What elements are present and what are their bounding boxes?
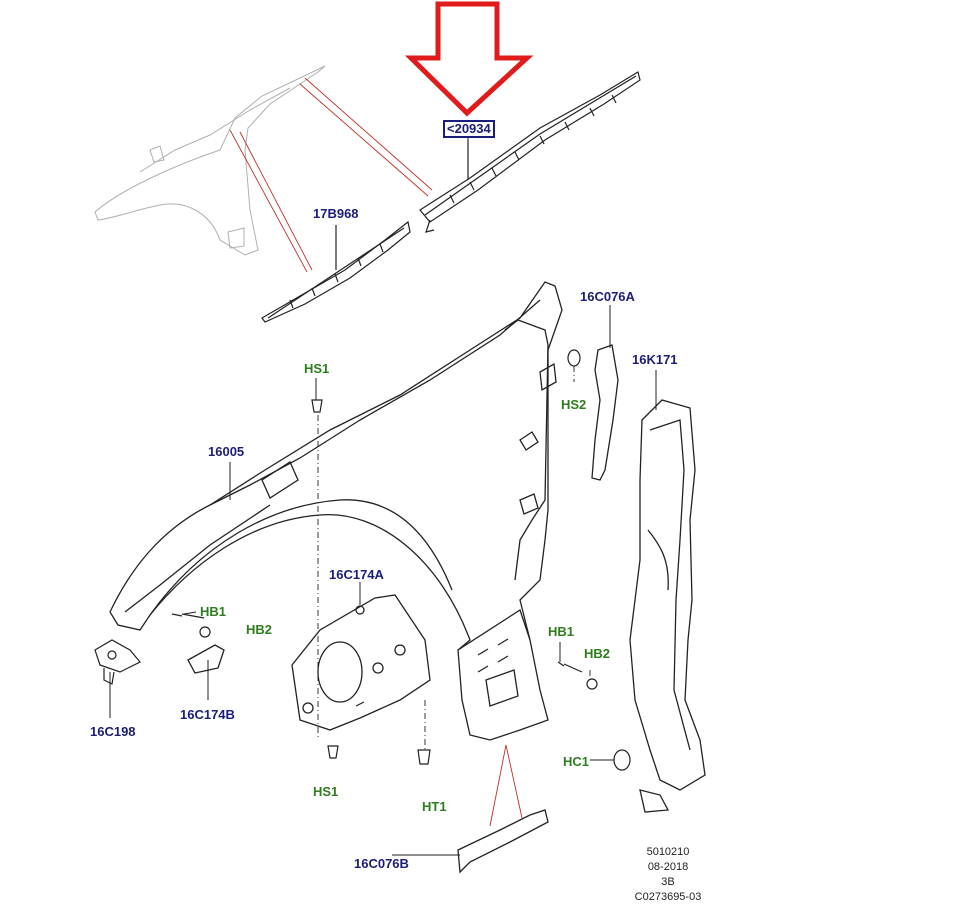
- label-16c076a: 16C076A: [580, 289, 635, 304]
- bracket-16c076b: [457, 809, 549, 874]
- highlighted-part-number: <20934: [443, 120, 495, 138]
- latch-16c198: [94, 639, 141, 685]
- callout-lines: [109, 138, 657, 856]
- fasteners: [171, 349, 631, 771]
- label-16c076b: 16C076B: [354, 856, 409, 871]
- reference-number: 5010210: [646, 846, 690, 858]
- label-hs1-top: HS1: [304, 361, 330, 376]
- label-hc1: HC1: [563, 754, 590, 769]
- reference-date: 08-2018: [647, 861, 689, 873]
- reference-code: C0273695-03: [634, 891, 702, 903]
- diagram-reference-info: 5010210 08-2018 3B C0273695-03: [628, 845, 708, 905]
- label-16005: 16005: [208, 444, 245, 459]
- highlighted-seal-strip: [419, 71, 641, 233]
- label-16c174a: 16C174A: [329, 567, 384, 582]
- bracket-16c174b: [187, 644, 225, 674]
- bracket-16c174a: [291, 594, 431, 731]
- bracket-16c076a: [591, 344, 619, 481]
- label-hs2: HS2: [561, 397, 587, 412]
- insulator-16k171: [629, 399, 706, 813]
- reference-revision: 3B: [661, 876, 675, 888]
- label-hb1-left: HB1: [200, 604, 227, 619]
- label-16k171: 16K171: [632, 352, 678, 367]
- label-hb1-right: HB1: [548, 624, 575, 639]
- label-16c174b: 16C174B: [180, 707, 235, 722]
- reference-fender-outline: [94, 65, 326, 256]
- label-16c198: 16C198: [90, 724, 136, 739]
- label-hs1-bottom: HS1: [313, 784, 339, 799]
- leader-lines: [229, 77, 523, 827]
- assembly-lines: [317, 366, 591, 750]
- label-hb2-left: HB2: [246, 622, 273, 637]
- label-hb2-right: HB2: [584, 646, 611, 661]
- label-ht1: HT1: [422, 799, 447, 814]
- front-fender-16005: [109, 281, 563, 741]
- down-arrow-icon: [404, 1, 534, 117]
- label-17b968: 17B968: [313, 206, 359, 221]
